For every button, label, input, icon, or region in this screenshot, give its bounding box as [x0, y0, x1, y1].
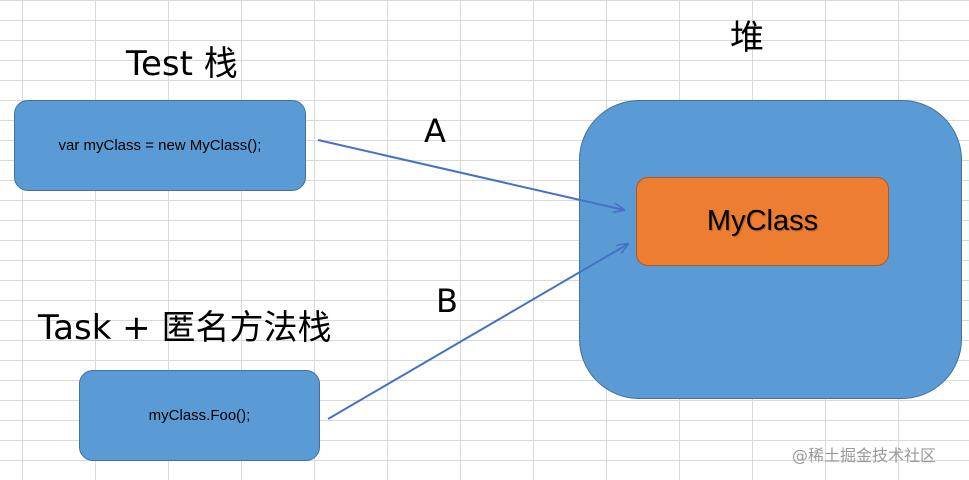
- stack-title: Test 栈: [126, 44, 238, 84]
- watermark: @稀土掘金技术社区: [792, 446, 937, 465]
- reference-label-a: A: [424, 112, 446, 150]
- task-code-box: myClass.Foo();: [79, 370, 320, 461]
- object-name: MyClass: [706, 205, 819, 237]
- reference-arrow-b: [327, 244, 628, 420]
- reference-label-b: B: [436, 282, 458, 320]
- task-title: Task + 匿名方法栈: [38, 308, 332, 348]
- stack-code-box: var myClass = new MyClass();: [14, 100, 306, 191]
- task-code-text: myClass.Foo();: [148, 407, 251, 424]
- myclass-object-box: MyClass: [636, 177, 889, 266]
- reference-arrow-a: [317, 139, 624, 210]
- heap-title: 堆: [730, 18, 764, 58]
- stack-code-text: var myClass = new MyClass();: [58, 137, 262, 154]
